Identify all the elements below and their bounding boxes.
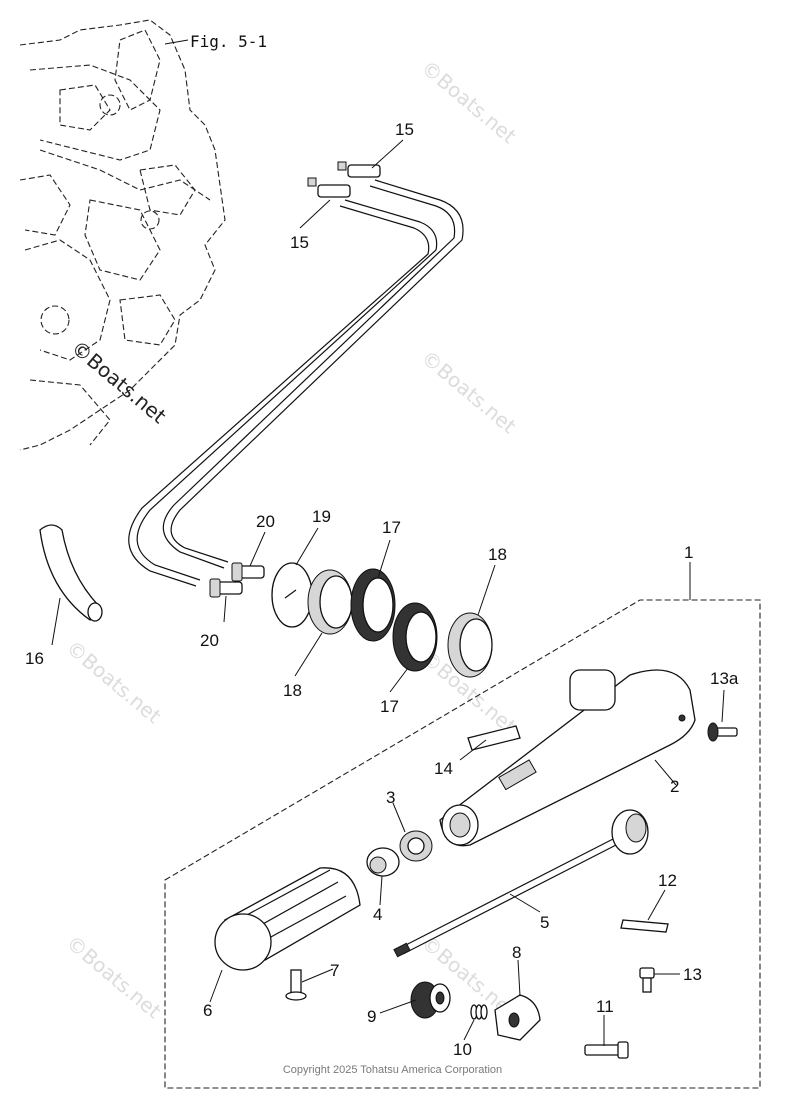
callout-18-left: 18 xyxy=(283,681,302,700)
friction-knob-9 xyxy=(410,981,451,1019)
pin-12 xyxy=(620,919,669,933)
ring-17-left xyxy=(350,568,396,642)
throttle-grip-6 xyxy=(214,867,361,971)
callout-19: 19 xyxy=(312,507,331,526)
callout-20-upper: 20 xyxy=(256,512,275,531)
watermark-3: ©Boats.net xyxy=(62,635,166,728)
figure-reference: Fig. 5-1 xyxy=(190,32,267,51)
leader-lines xyxy=(51,139,725,1046)
assembly-1-border xyxy=(164,599,761,1089)
collar-4 xyxy=(366,847,400,877)
screw-13a xyxy=(707,722,738,742)
bushing-18-left xyxy=(307,569,353,635)
bolt-13 xyxy=(639,967,655,993)
throttle-shaft-5 xyxy=(393,809,649,958)
callout-2: 2 xyxy=(670,777,679,796)
hose-16 xyxy=(39,524,103,622)
callout-14: 14 xyxy=(434,759,453,778)
watermark-5: ©Boats.net xyxy=(62,930,166,1023)
callout-20-lower: 20 xyxy=(200,631,219,650)
callout-17-lower: 17 xyxy=(380,697,399,716)
callout-4: 4 xyxy=(373,905,382,924)
callout-13: 13 xyxy=(683,965,702,984)
spring-10 xyxy=(470,1004,488,1020)
watermark-1: ©Boats.net xyxy=(417,55,521,148)
callout-5: 5 xyxy=(540,913,549,932)
engine-watermark: ©Boats.net xyxy=(67,335,171,428)
callout-12: 12 xyxy=(658,871,677,890)
callout-7: 7 xyxy=(330,961,339,980)
callout-13a: 13a xyxy=(710,669,739,688)
decal-14 xyxy=(467,725,521,751)
callout-10: 10 xyxy=(453,1040,472,1059)
ring-17-right xyxy=(392,602,438,672)
callout-8: 8 xyxy=(512,943,521,962)
throttle-cables xyxy=(128,161,464,587)
screw-7 xyxy=(285,969,307,1001)
callout-9: 9 xyxy=(367,1007,376,1026)
callout-11: 11 xyxy=(596,997,614,1016)
copyright-notice: Copyright 2025 Tohatsu America Corporati… xyxy=(282,1064,503,1076)
callout-17-upper: 17 xyxy=(382,518,401,537)
callout-18-right: 18 xyxy=(488,545,507,564)
clevis-8 xyxy=(494,994,541,1041)
callouts: 15 15 20 20 19 17 18 18 17 16 1 13a 2 14… xyxy=(25,120,739,1059)
bolts-20 xyxy=(209,562,265,598)
bolt-11 xyxy=(584,1041,629,1059)
washer-19 xyxy=(271,562,313,628)
callout-15-lower: 15 xyxy=(290,233,309,252)
watermark-2: ©Boats.net xyxy=(417,345,521,438)
callout-6: 6 xyxy=(203,1001,212,1020)
callout-15-upper: 15 xyxy=(395,120,414,139)
bushing-18-right xyxy=(447,612,493,678)
callout-3: 3 xyxy=(386,788,395,807)
watermarks: ©Boats.net ©Boats.net ©Boats.net ©Boats.… xyxy=(62,55,521,1023)
tiller-arm-2 xyxy=(439,669,696,847)
engine-outline xyxy=(19,19,226,451)
callout-1: 1 xyxy=(684,543,693,562)
callout-16: 16 xyxy=(25,649,44,668)
